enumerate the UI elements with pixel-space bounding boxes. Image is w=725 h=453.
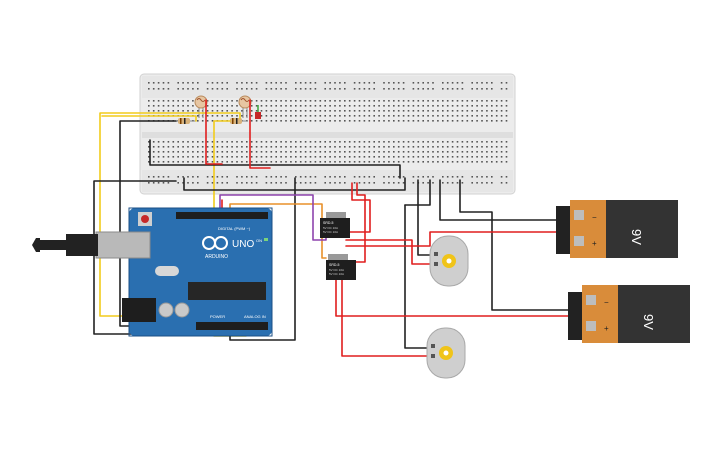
relay-1-line-1: SRD-5: [323, 221, 334, 225]
relay-1[interactable]: SRD-5 5V DC 10A 5V DC 10A: [320, 212, 350, 238]
wire-red-6[interactable]: [353, 182, 366, 263]
wire-black-8[interactable]: [439, 179, 563, 221]
relay-1-line-2: 5V DC 10A: [323, 226, 338, 230]
battery-2-label: 9V: [641, 314, 656, 330]
arduino-brand: ARDUINO: [205, 254, 228, 260]
relay-2-line-1: SRD-5: [329, 263, 340, 267]
battery-2-minus: −: [604, 298, 609, 307]
wire-black-10[interactable]: [404, 179, 431, 206]
dc-motor-icon[interactable]: [426, 327, 466, 379]
wire-red-3[interactable]: [345, 182, 371, 233]
wire-yellow-2[interactable]: [101, 115, 197, 122]
digital-label: DIGITAL (PWM ~): [218, 226, 251, 231]
relay-2-line-2: 5V DC 10A: [329, 268, 344, 272]
power-jack[interactable]: [122, 298, 156, 322]
relay-2-line-3: 5V DC 10A: [329, 272, 344, 276]
photoresistor-2[interactable]: [238, 95, 252, 118]
photoresistor-1[interactable]: [194, 95, 208, 118]
wire-black-3[interactable]: [149, 139, 401, 179]
wire-red-8[interactable]: [341, 274, 439, 357]
infinity-logo-icon: [202, 236, 228, 250]
analog-label: ANALOG IN: [244, 314, 266, 319]
arduino-model: UNO: [232, 239, 254, 250]
battery-1-minus: −: [592, 213, 597, 222]
on-label: ON: [256, 238, 262, 243]
breadboard-holes: [148, 82, 508, 184]
breadboard[interactable]: [139, 73, 516, 195]
wire-red-4[interactable]: [345, 239, 439, 265]
arduino-uno[interactable]: ARDUINO UNO DIGITAL (PWM ~) POWER ANALOG…: [32, 207, 273, 337]
wire-red-7[interactable]: [335, 274, 573, 317]
wire-black-9[interactable]: [459, 179, 573, 311]
resistor-1[interactable]: [172, 118, 196, 124]
relay-2[interactable]: SRD-5 5V DC 10A 5V DC 10A: [326, 254, 356, 280]
wire-red-1[interactable]: [205, 99, 223, 165]
battery-9v-2[interactable]: − + 9V: [568, 285, 690, 343]
usb-port[interactable]: [95, 231, 151, 259]
dc-motor-icon[interactable]: [429, 235, 469, 287]
battery-2-plus: +: [604, 324, 609, 333]
battery-9v-1[interactable]: − + 9V: [556, 200, 678, 258]
wire-orange[interactable]: [229, 203, 327, 259]
battery-1-plus: +: [592, 239, 597, 248]
relay-1-line-3: 5V DC 10A: [323, 230, 338, 234]
wire-red-2[interactable]: [249, 99, 271, 169]
wire-red-5[interactable]: [345, 231, 563, 247]
atmega-chip: [188, 282, 266, 300]
power-label: POWER: [210, 314, 225, 319]
indicator-led[interactable]: [255, 105, 261, 119]
battery-1-label: 9V: [629, 229, 644, 245]
